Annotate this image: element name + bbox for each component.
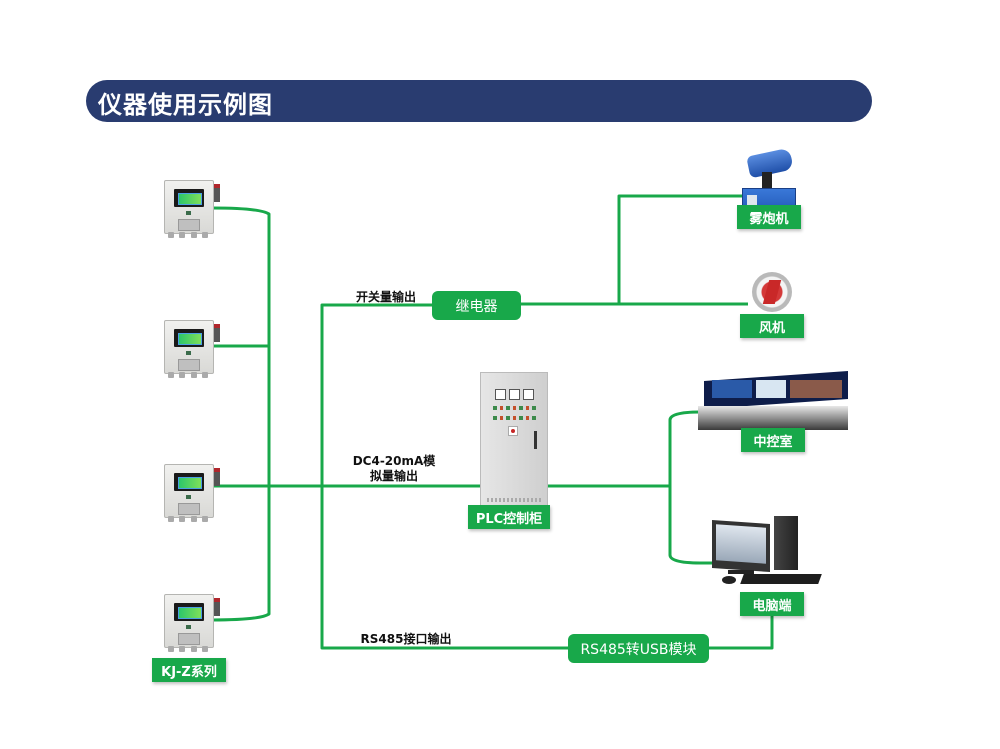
gas-analyzer-icon [164,320,220,378]
plc-cabinet-icon [480,372,548,509]
gas-analyzer-icon [164,180,220,238]
switch-output-label: 开关量输出 [355,290,416,304]
analyzer-series-label: KJ-Z系列 [152,658,226,682]
line-fog-cannon [617,194,748,304]
line-output-bus [320,303,568,650]
computer-label: 电脑端 [740,592,804,616]
line-rs485-computer [708,615,774,650]
fog-cannon-label: 雾炮机 [737,205,801,229]
relay-node: 继电器 [432,291,521,320]
rs485-output-label: RS485接口输出 [360,632,452,646]
fan-label: 风机 [740,314,804,338]
analog-output-label-1: DC4-20mA模 [352,454,436,468]
control-room-label: 中控室 [741,428,805,452]
line-analyzer-1 [211,206,271,622]
computer-icon [712,514,824,594]
page-title: 仪器使用示例图 [98,91,273,119]
analog-output-label-2: 拟量输出 [369,469,418,483]
title-banner: 仪器使用示例图 [86,80,872,122]
gas-analyzer-icon [164,464,220,522]
fan-icon [748,272,796,312]
control-room-icon [698,370,848,432]
line-control-room [668,410,730,565]
gas-analyzer-icon [164,594,220,652]
rs485-usb-module: RS485转USB模块 [568,634,709,663]
plc-cabinet-label: PLC控制柜 [468,505,550,529]
